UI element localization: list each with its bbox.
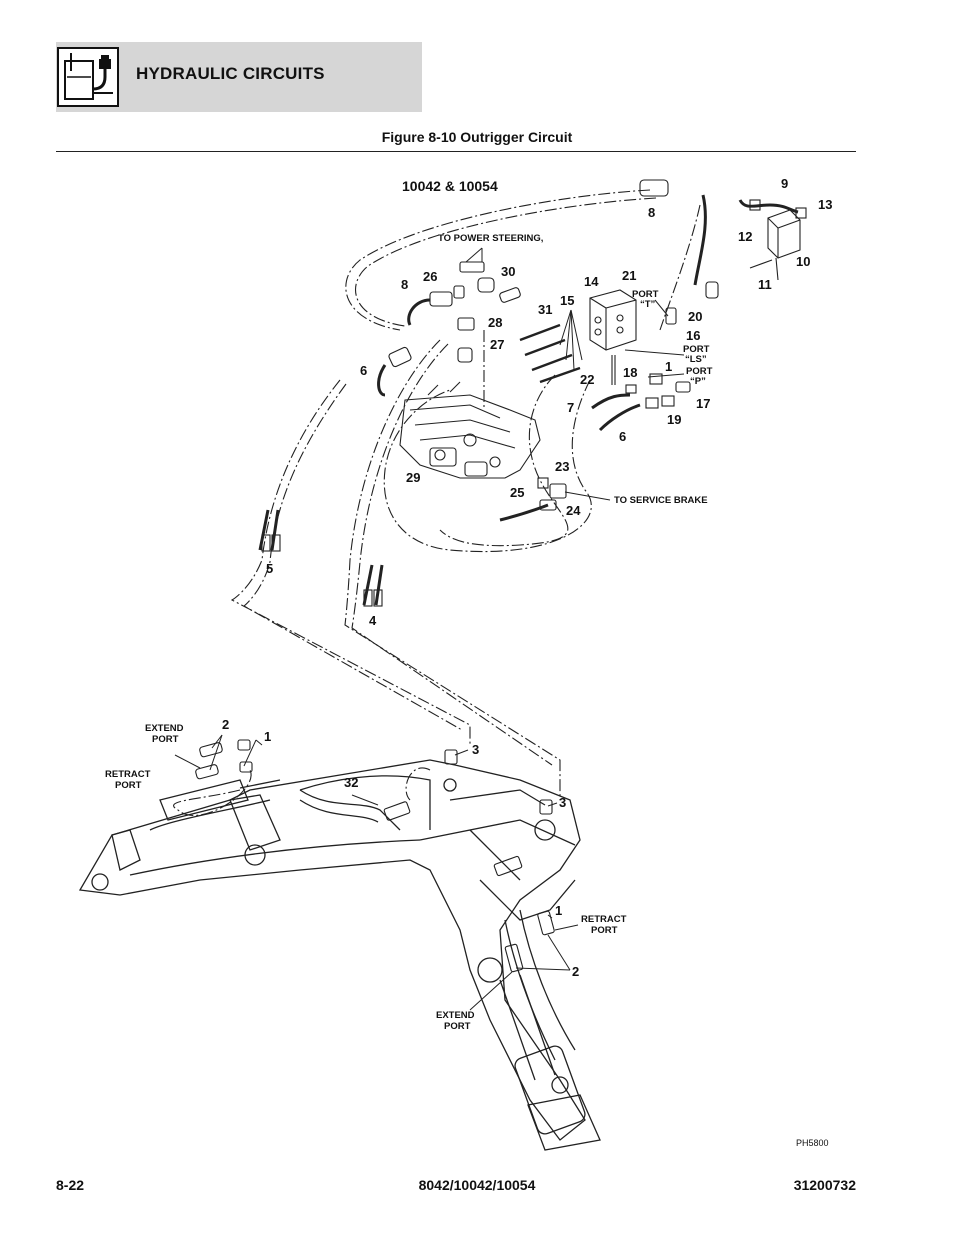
note-extend-port-left-2: PORT	[152, 734, 179, 745]
hydraulic-reservoir-icon	[57, 47, 119, 107]
callout-23: 23	[555, 459, 569, 474]
section-title: HYDRAULIC CIRCUITS	[136, 64, 325, 83]
callout-9: 9	[781, 176, 788, 191]
callout-5: 5	[266, 561, 273, 576]
callout-6-right: 6	[619, 429, 626, 444]
callout-1-left: 1	[264, 729, 271, 744]
callout-20: 20	[688, 309, 702, 324]
callout-19: 19	[667, 412, 681, 427]
callout-13: 13	[818, 197, 832, 212]
note-port-t-1: PORT	[632, 289, 659, 300]
callout-30: 30	[501, 264, 515, 279]
note-port-ls-2: “LS”	[685, 354, 707, 365]
caption-rule	[56, 151, 856, 152]
callout-26: 26	[423, 269, 437, 284]
note-port-p-1: PORT	[686, 366, 713, 377]
callout-24: 24	[566, 503, 581, 518]
model-label: 10042 & 10054	[402, 178, 498, 194]
callout-31: 31	[538, 302, 552, 317]
callout-2-bottom: 2	[572, 964, 579, 979]
note-port-ls-1: PORT	[683, 344, 710, 355]
figure-caption: Figure 8-10 Outrigger Circuit	[381, 129, 573, 145]
callout-17: 17	[696, 396, 710, 411]
callout-15: 15	[560, 293, 574, 308]
callout-6-left: 6	[360, 363, 367, 378]
note-retract-port-left-1: RETRACT	[105, 769, 151, 780]
callout-4: 4	[369, 613, 377, 628]
note-retract-port-right-2: PORT	[591, 925, 618, 936]
callout-22: 22	[580, 372, 594, 387]
note-retract-port-left-2: PORT	[115, 780, 142, 791]
doc-number: 31200732	[793, 1177, 856, 1193]
figure-id: PH5800	[796, 1138, 829, 1148]
callout-29: 29	[406, 470, 420, 485]
callout-10: 10	[796, 254, 810, 269]
callout-3-upper: 3	[472, 742, 479, 757]
callout-16: 16	[686, 328, 700, 343]
note-port-t-2: “T”	[640, 299, 656, 310]
callout-32: 32	[344, 775, 358, 790]
note-extend-port-left-1: EXTEND	[145, 723, 184, 734]
note-port-p-2: “P”	[690, 376, 706, 387]
callout-11: 11	[758, 277, 772, 292]
callout-28: 28	[488, 315, 502, 330]
callout-7: 7	[567, 400, 574, 415]
callout-1-bottom: 1	[555, 903, 562, 918]
callout-8-top: 8	[648, 205, 655, 220]
page-number: 8-22	[56, 1177, 85, 1193]
callout-1-top: 1	[665, 359, 672, 374]
note-retract-port-right-1: RETRACT	[581, 914, 627, 925]
note-power-steering: TO POWER STEERING,	[438, 233, 543, 244]
callout-2-left: 2	[222, 717, 229, 732]
callout-21: 21	[622, 268, 636, 283]
callout-14: 14	[584, 274, 599, 289]
note-extend-port-bottom-1: EXTEND	[436, 1010, 475, 1021]
callout-27: 27	[490, 337, 504, 352]
callout-25: 25	[510, 485, 524, 500]
note-extend-port-bottom-2: PORT	[444, 1021, 471, 1032]
footer-models: 8042/10042/10054	[418, 1177, 536, 1193]
callout-18: 18	[623, 365, 637, 380]
note-service-brake: TO SERVICE BRAKE	[614, 495, 708, 506]
callout-12: 12	[738, 229, 752, 244]
callout-3-lower: 3	[559, 795, 566, 810]
callout-8-left: 8	[401, 277, 408, 292]
